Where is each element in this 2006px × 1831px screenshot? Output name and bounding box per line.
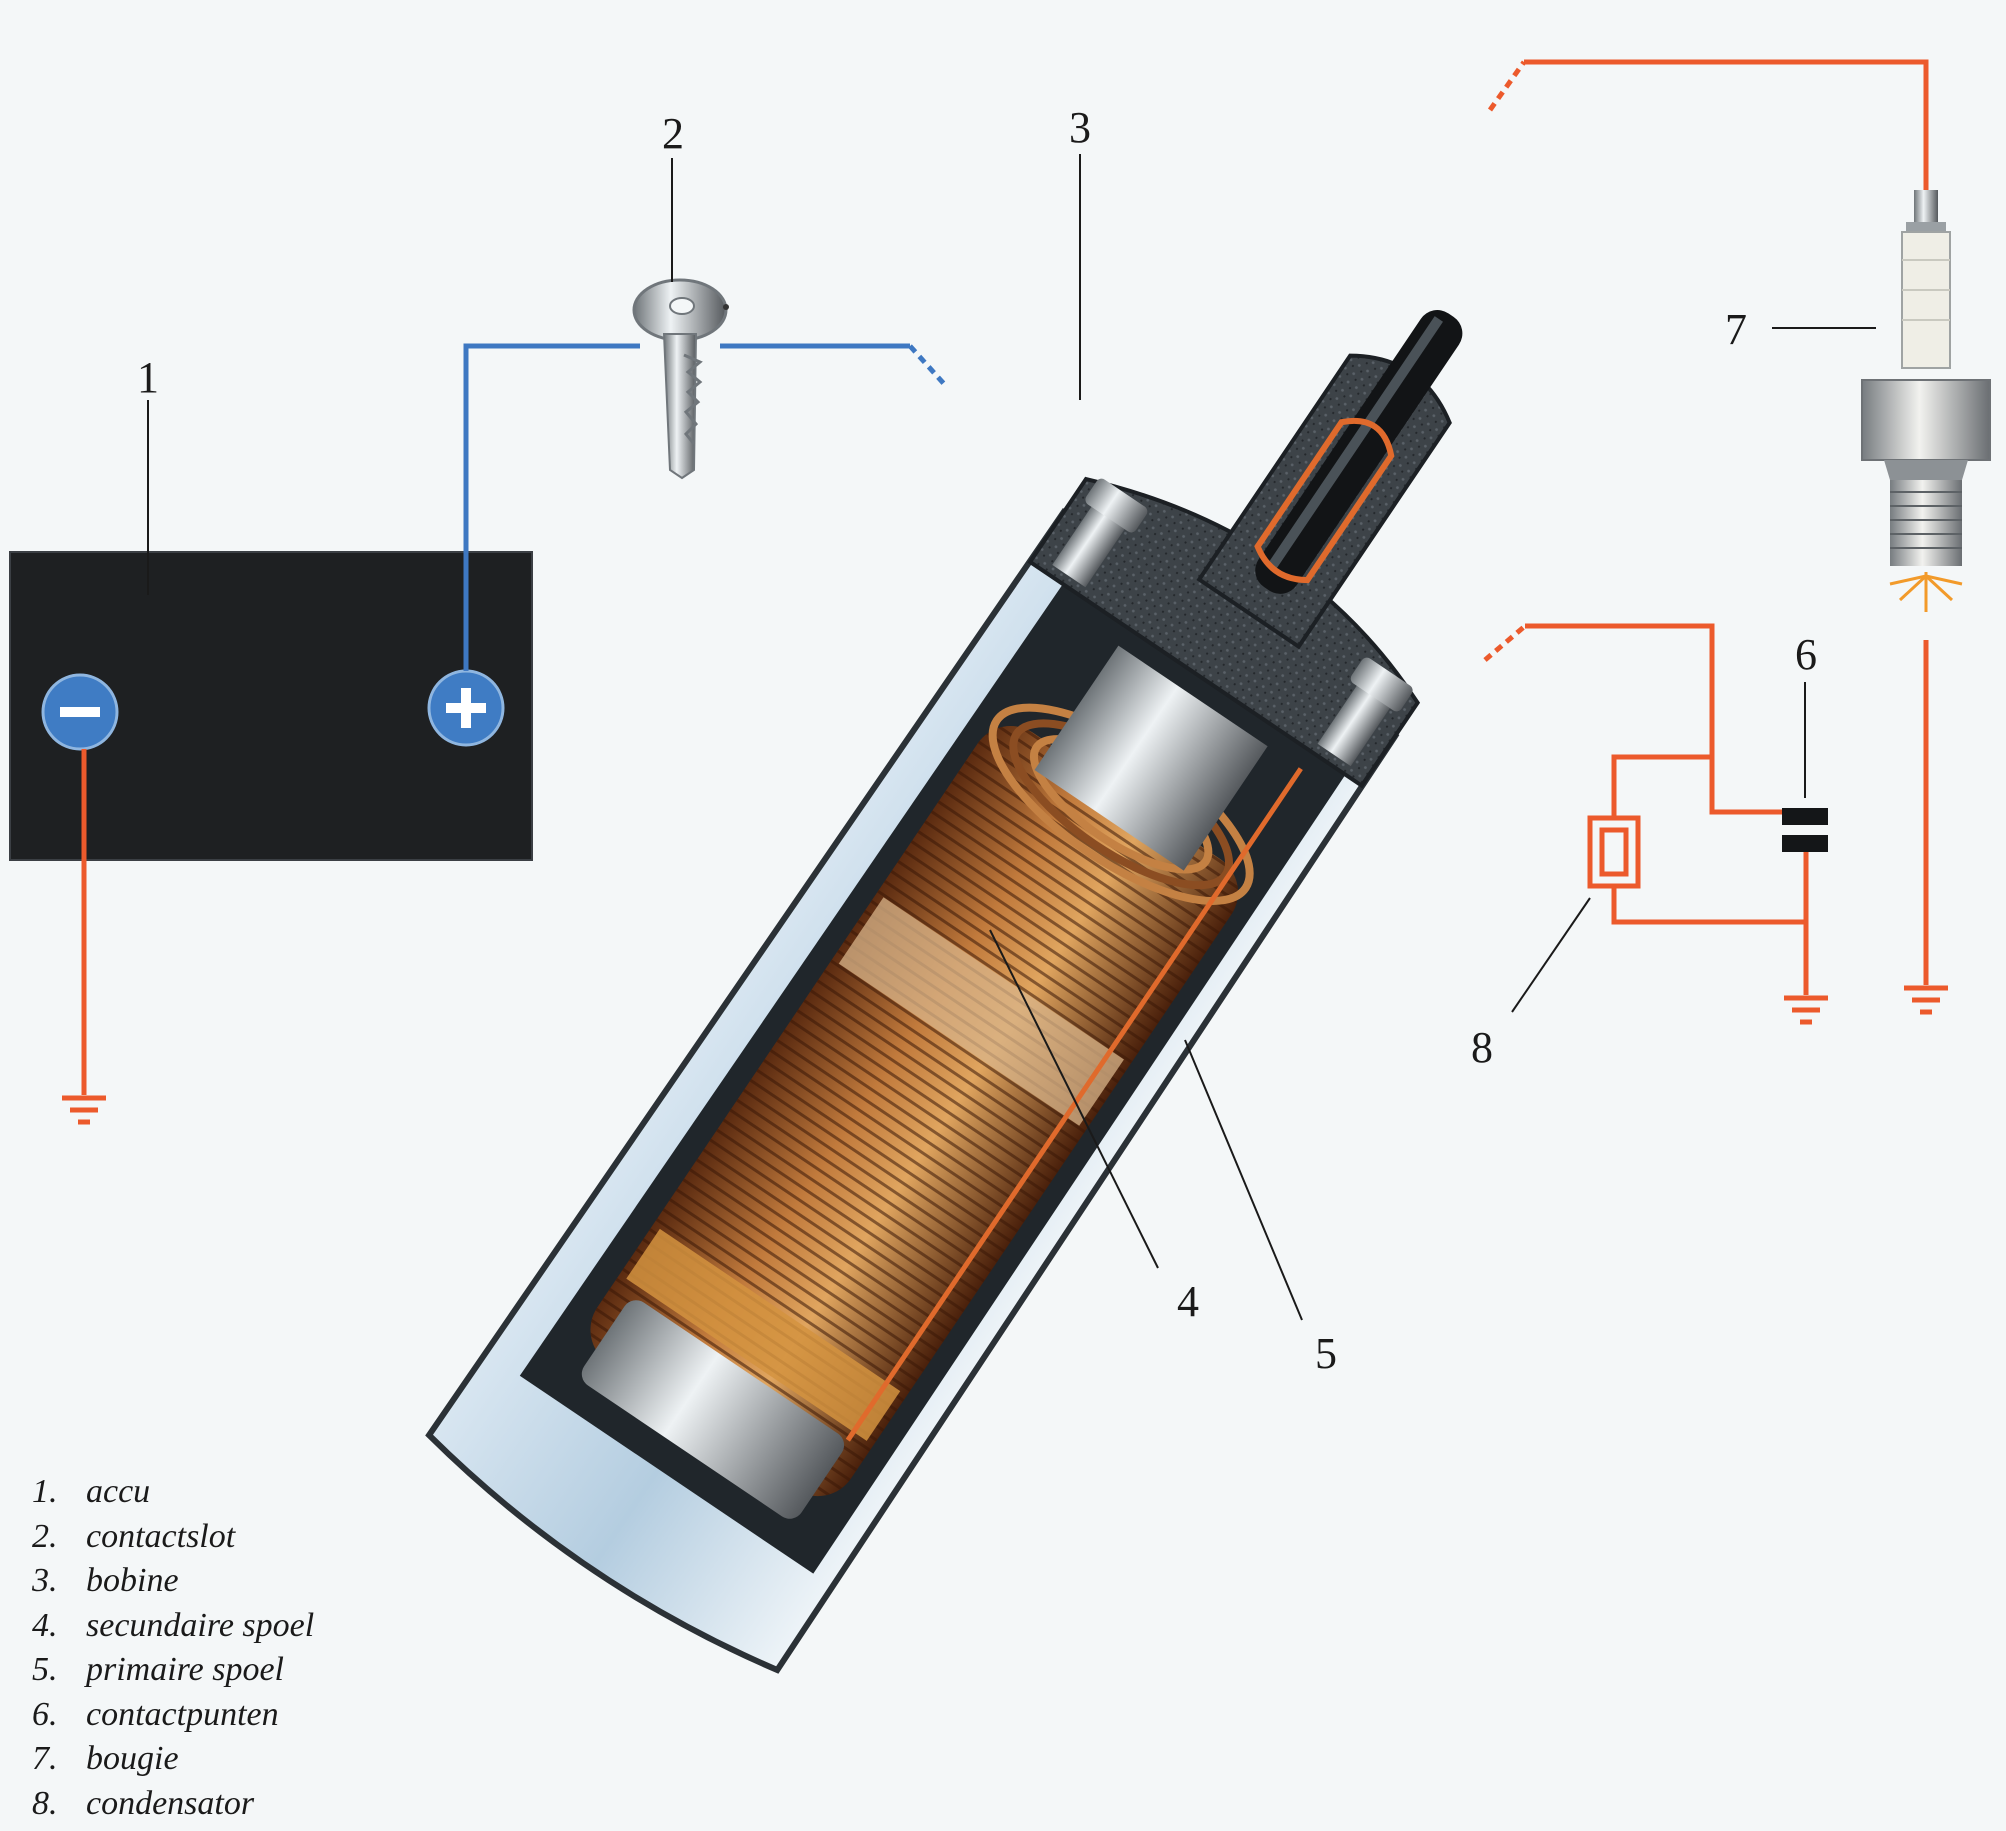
high-tension-wire-dashed: [1487, 60, 1527, 112]
leader-line-8: [1511, 897, 1591, 1013]
legend-number: 5.: [32, 1651, 58, 1688]
legend-label: contactslot: [86, 1517, 236, 1555]
minus-terminal-icon: [41, 673, 119, 751]
legend-label: bougie: [86, 1740, 179, 1777]
leader-line-5: [1184, 1039, 1303, 1321]
ground-symbol-icon: [1784, 995, 1828, 1025]
spark-icon: [1889, 572, 1963, 612]
legend-label: primaire spoel: [86, 1651, 285, 1688]
legend-item: 4. secundaire spoel: [32, 1604, 314, 1649]
callout-5: 5: [1315, 1329, 1337, 1378]
legend-label: bobine: [86, 1562, 179, 1599]
key-icon: [632, 278, 729, 480]
primary-circuit-wire-dashed: [1483, 624, 1527, 662]
legend-number: 8.: [32, 1784, 58, 1822]
callout-2: 2: [662, 109, 684, 158]
callout-6: 6: [1795, 630, 1817, 679]
primary-circuit-wire: [1525, 623, 1786, 815]
callout-8: 8: [1471, 1023, 1493, 1072]
high-tension-wire: [1524, 59, 1929, 190]
capacitor-icon: [1782, 808, 1828, 852]
legend-item: 8. condensator: [32, 1782, 314, 1827]
ground-symbol-icon: [1904, 985, 1948, 1015]
callout-7: 7: [1725, 305, 1747, 354]
legend-item: 7. bougie: [32, 1737, 314, 1782]
callout-1: 1: [137, 353, 159, 402]
callout-4: 4: [1177, 1277, 1199, 1326]
legend-number: 4.: [32, 1606, 58, 1644]
low-tension-wire: [463, 343, 640, 671]
legend-number: 2.: [32, 1517, 58, 1555]
ignition-switch-wire-dashed: [908, 344, 947, 387]
legend-number: 7.: [32, 1740, 58, 1777]
legend-item: 6. contactpunten: [32, 1693, 314, 1738]
ignition-coil: [425, 310, 1463, 1674]
primary-spool: [626, 1228, 901, 1441]
legend: 1. accu 2. contactslot 3. bobine 4. secundai…: [32, 1470, 314, 1826]
ground-symbol-icon: [62, 1095, 106, 1125]
legend-label: contactpunten: [86, 1695, 279, 1733]
legend-label: condensator: [86, 1784, 255, 1822]
plus-terminal-icon: [427, 669, 505, 747]
condenser-wire-top: [1611, 754, 1712, 820]
coil-core: [581, 1300, 845, 1519]
legend-number: 3.: [32, 1562, 58, 1599]
leader-lines: [147, 154, 1876, 1321]
secondary-spool: [838, 897, 1124, 1126]
spark-plug-icon: [1861, 190, 1991, 612]
contact-points-icon: [1587, 815, 1641, 889]
legend-label: secundaire spoel: [86, 1606, 315, 1644]
battery: [9, 551, 533, 861]
legend-item: 3. bobine: [32, 1559, 314, 1604]
callout-3: 3: [1069, 103, 1091, 152]
legend-number: 1.: [32, 1473, 58, 1510]
legend-item: 2. contactslot: [32, 1515, 314, 1560]
leader-line-4: [989, 929, 1159, 1269]
condenser-wire-bottom: [1611, 885, 1806, 925]
coil-terminal-left: [1052, 478, 1148, 588]
coil-terminal-right: [1317, 657, 1413, 767]
legend-label: accu: [86, 1473, 151, 1510]
legend-item: 1. accu: [32, 1470, 314, 1515]
legend-number: 6.: [32, 1695, 58, 1733]
legend-item: 5. primaire spoel: [32, 1648, 314, 1693]
